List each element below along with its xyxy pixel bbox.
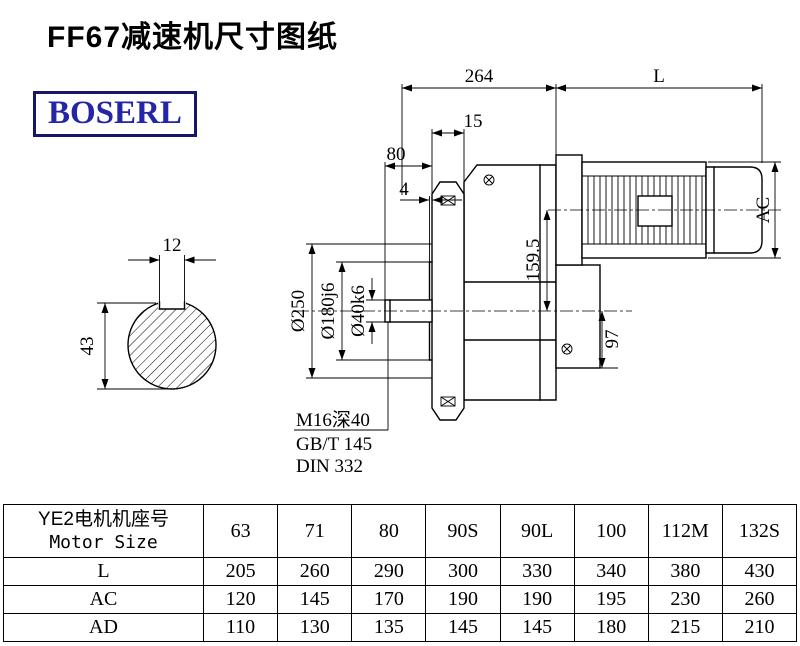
dim-label-L: L (653, 66, 665, 87)
dim-label-80: 80 (387, 144, 406, 165)
row-label: AD (3, 613, 204, 642)
note-tap: M16深40 (296, 409, 370, 431)
dim-label-264: 264 (465, 66, 494, 87)
table-cell: 145 (277, 585, 353, 614)
output-flange (431, 181, 465, 421)
table-cell: 120 (202, 585, 279, 614)
table-cell: 205 (202, 557, 279, 586)
size-col-header: 63 (202, 504, 279, 558)
row-label: AC (3, 585, 204, 614)
dim-label-4: 4 (399, 179, 409, 200)
table-cell: 135 (351, 613, 427, 642)
note-std1: GB/T 145 (296, 434, 372, 455)
flange-spigot (428, 261, 433, 361)
size-col-header: 71 (277, 504, 353, 558)
table-cell: 145 (499, 613, 575, 642)
size-col-header: 112M (647, 504, 723, 558)
size-col-header: 100 (573, 504, 649, 558)
table-cell: 340 (573, 557, 649, 586)
size-col-header: 90S (425, 504, 501, 558)
dimensions: 264 L 15 80 4 AC 159.5 (288, 66, 781, 379)
table-row-L: L 205 260 290 300 330 340 380 430 (3, 557, 798, 586)
page-title: FF67减速机尺寸图纸 (47, 21, 339, 54)
motor-size-header-cell: YE2电机机座号 Motor Size (3, 504, 204, 558)
dim-label-159-5: 159.5 (523, 239, 544, 282)
table-cell: 230 (647, 585, 723, 614)
dim-label-12: 12 (163, 235, 182, 256)
table-cell: 170 (351, 585, 427, 614)
dim-label-dia40: Ø40k6 (348, 285, 369, 337)
table-cell: 430 (721, 557, 798, 586)
dim-label-97: 97 (602, 330, 623, 349)
motor-size-header-en: Motor Size (49, 532, 158, 553)
technical-drawing: 12 43 264 L 15 (77, 66, 784, 477)
dim-label-15: 15 (464, 111, 483, 132)
table-header-row: YE2电机机座号 Motor Size 63 71 80 90S 90L 100… (3, 504, 798, 558)
table-cell: 380 (647, 557, 723, 586)
table-cell: 180 (573, 613, 649, 642)
row-label: L (3, 557, 204, 586)
dimension-key-height: 43 (77, 302, 170, 390)
table-cell: 130 (277, 613, 353, 642)
shaft-end-view: 12 43 (77, 235, 217, 390)
gearbox-side-view (296, 154, 784, 421)
dim-label-AC: AC (753, 197, 774, 223)
table-cell: 210 (721, 613, 798, 642)
dim-label-43: 43 (77, 337, 98, 356)
size-col-header: 90L (499, 504, 575, 558)
table-cell: 260 (721, 585, 798, 614)
motor-nameplate (637, 195, 673, 227)
table-cell: 290 (351, 557, 427, 586)
size-col-header: 80 (351, 504, 427, 558)
table-cell: 145 (425, 613, 501, 642)
bolt-symbols (483, 174, 573, 355)
table-cell: 190 (425, 585, 501, 614)
table-cell: 300 (425, 557, 501, 586)
size-col-header: 132S (721, 504, 798, 558)
dimension-keyway-width: 12 (128, 235, 216, 264)
dim-label-dia180: Ø180j6 (318, 283, 339, 340)
motor-size-header-cn: YE2电机机座号 (38, 509, 169, 530)
dim-label-dia250: Ø250 (288, 290, 309, 332)
table-cell: 260 (277, 557, 353, 586)
flange-bolt-marks (440, 195, 456, 407)
motor-size-table: YE2电机机座号 Motor Size 63 71 80 90S 90L 100… (3, 504, 798, 642)
table-cell: 330 (499, 557, 575, 586)
table-cell: 215 (647, 613, 723, 642)
brand-logo: BOSERL (33, 91, 197, 137)
table-row-AC: AC 120 145 170 190 190 195 230 260 (3, 585, 798, 614)
note-std2: DIN 332 (296, 456, 363, 477)
table-cell: 195 (573, 585, 649, 614)
shaft-tap-note: M16深40 GB/T 145 DIN 332 (294, 322, 389, 477)
table-row-AD: AD 110 130 135 145 145 180 215 210 (3, 613, 798, 642)
table-cell: 190 (499, 585, 575, 614)
table-cell: 110 (202, 613, 279, 642)
